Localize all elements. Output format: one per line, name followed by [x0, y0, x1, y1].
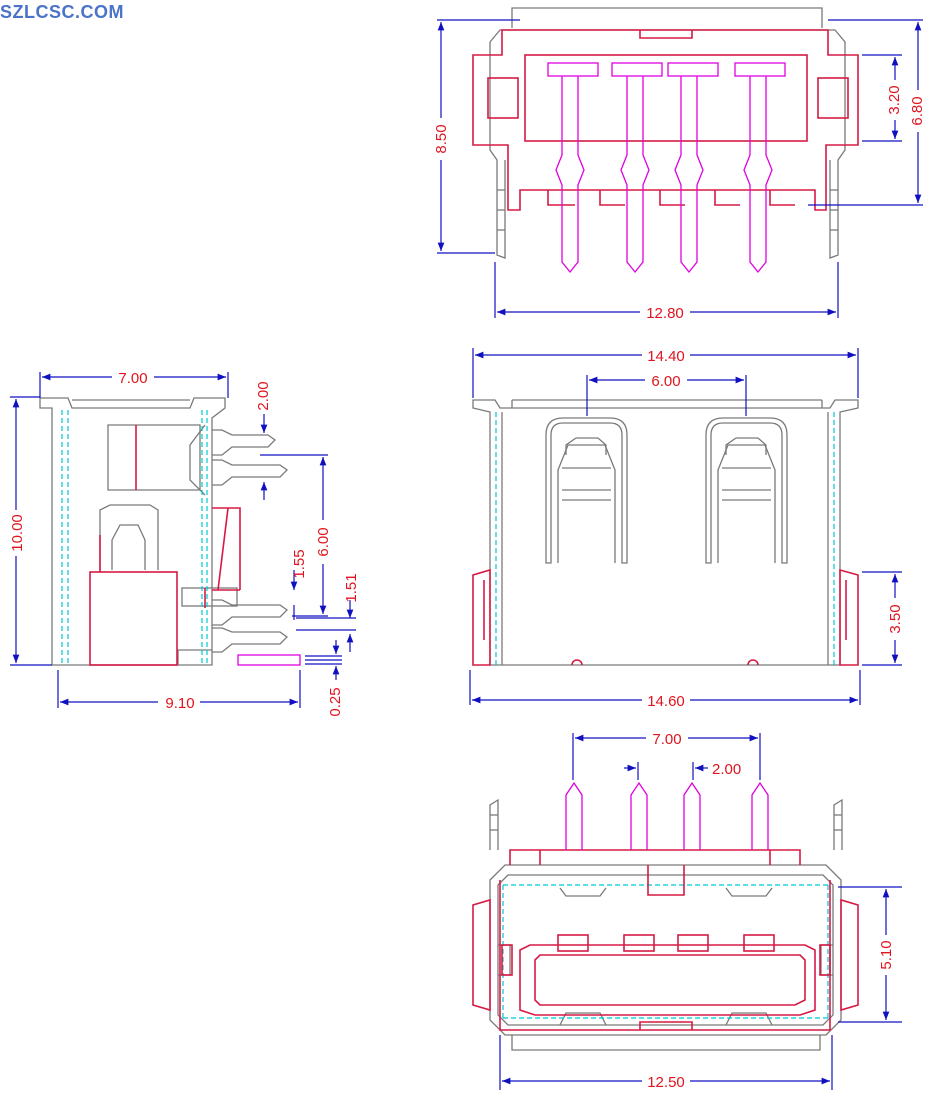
side-shell-outline — [39, 397, 289, 666]
dim-front-tab-height: 3.50 — [887, 604, 904, 633]
bottom-pin — [683, 781, 701, 850]
dim-bottom-width: 12.50 — [647, 1074, 685, 1091]
front-side-tabs — [472, 568, 859, 666]
bottom-pin — [751, 781, 769, 850]
bottom-pin — [630, 781, 648, 850]
front-contact-right — [705, 417, 788, 564]
bottom-pins — [565, 781, 769, 850]
bottom-body — [472, 849, 859, 1031]
dim-side-height: 10.00 — [9, 514, 26, 552]
front-hidden-lines — [495, 412, 835, 665]
dim-front-top-width: 14.40 — [647, 348, 685, 365]
dim-top-width: 12.80 — [646, 305, 684, 322]
side-body — [89, 425, 241, 666]
front-contact-left — [545, 417, 628, 564]
side-hidden-lines — [61, 410, 208, 665]
dim-side-offset-b: 1.51 — [343, 573, 360, 602]
front-shell-outline — [472, 399, 859, 666]
bottom-shell-outline — [489, 798, 843, 1051]
bottom-view: 7.00 2.00 5.10 12.50 — [472, 729, 902, 1091]
bottom-hidden-lines — [502, 884, 829, 1019]
top-pins — [547, 62, 786, 274]
dim-side-length: 9.10 — [165, 695, 194, 712]
side-pin-foot — [237, 654, 301, 666]
dim-side-offset-a: 1.55 — [291, 549, 308, 578]
dim-side-standoff: 0.25 — [327, 687, 344, 716]
dim-side-depth: 7.00 — [118, 370, 147, 387]
top-pin — [734, 62, 786, 274]
brand-logo: SZLCSC.COM — [0, 2, 124, 22]
bottom-pin — [565, 781, 583, 850]
top-dimensions — [437, 19, 923, 318]
top-body — [472, 29, 859, 211]
dim-bottom-pin-span: 7.00 — [652, 731, 681, 748]
dim-top-body: 6.80 — [909, 96, 926, 125]
top-shell-outline — [489, 7, 846, 259]
front-view: 14.40 6.00 3.50 14.60 — [469, 346, 904, 710]
dim-bottom-opening-height: 5.10 — [878, 940, 895, 969]
top-view: 12.80 8.50 6.80 3.20 — [430, 7, 926, 322]
top-pin — [547, 62, 599, 274]
dim-top-pin-window: 3.20 — [886, 85, 903, 114]
top-pin — [667, 62, 719, 274]
dim-bottom-pitch: 2.00 — [712, 761, 741, 778]
dim-front-width: 14.60 — [647, 693, 685, 710]
dim-side-row-spacing: 6.00 — [315, 527, 332, 556]
side-view: 7.00 10.00 9.10 2.00 6.00 1.55 1.51 0.25 — [6, 368, 360, 717]
front-dimensions — [469, 348, 902, 705]
dim-front-contact-spacing: 6.00 — [651, 373, 680, 390]
dim-side-pitch: 2.00 — [255, 381, 272, 410]
dim-top-height: 8.50 — [433, 124, 450, 153]
top-pin — [611, 62, 663, 274]
